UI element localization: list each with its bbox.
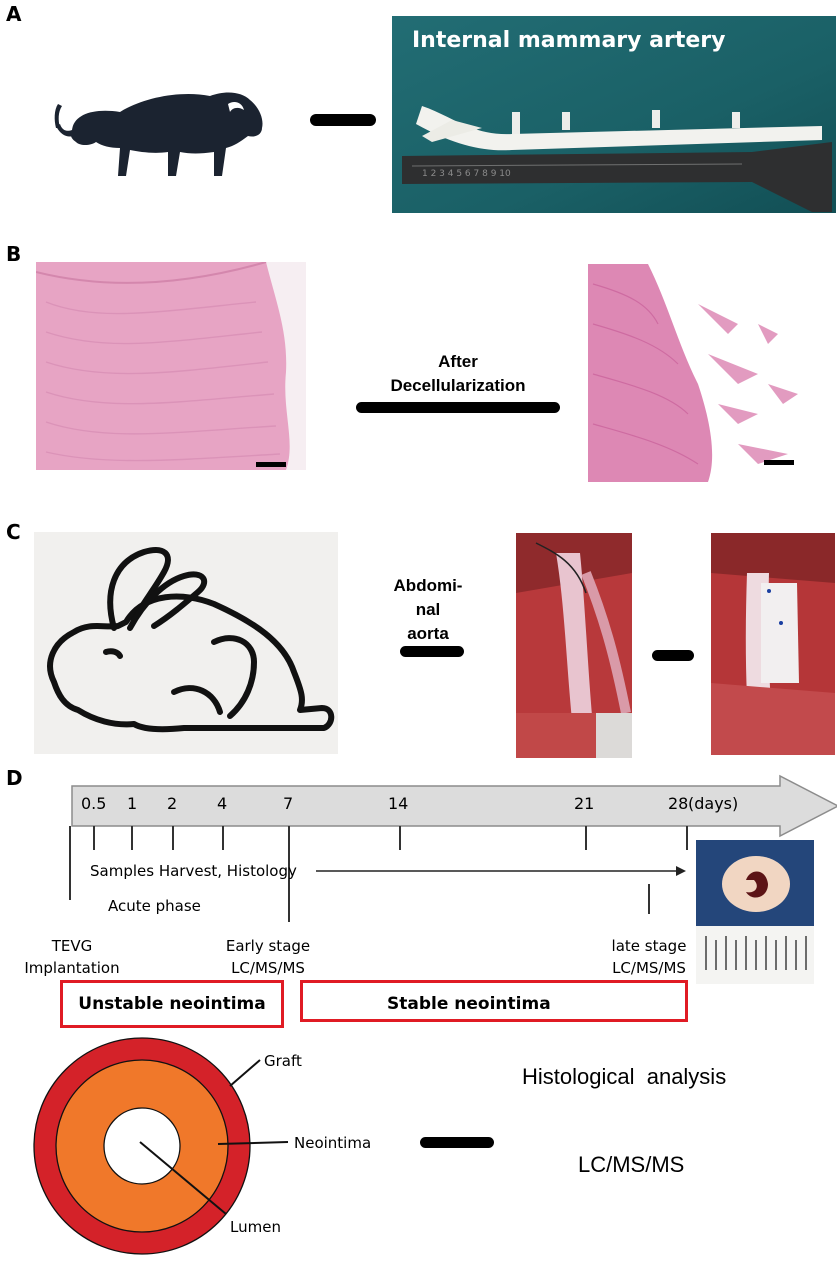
tick-line-28	[686, 826, 688, 850]
tick-line-21	[585, 826, 587, 850]
connector-bar-d	[420, 1137, 494, 1148]
tevg-label: TEVG Implantation	[22, 935, 122, 979]
late-line1: late stage	[611, 937, 687, 955]
tick-line-0.5	[93, 826, 95, 850]
graft-diagram	[24, 1036, 264, 1258]
tick-line-2	[172, 826, 174, 850]
aorta-label-line1: Abdomi-	[393, 576, 463, 595]
early-line2: LC/MS/MS	[231, 959, 305, 977]
timeline-units: (days)	[688, 794, 739, 813]
samples-arrow	[316, 864, 686, 878]
surgery-photo-1	[516, 533, 632, 758]
early-stage-label: Early stage LC/MS/MS	[220, 935, 316, 979]
histology-before-image	[36, 262, 306, 470]
neointima-label: Neointima	[294, 1134, 372, 1152]
tick-label-2: 2	[167, 794, 178, 813]
samples-label: Samples Harvest, Histology	[90, 862, 297, 880]
tevg-line1: TEVG	[51, 937, 93, 955]
tick-line-0	[69, 826, 71, 900]
unstable-neointima-box: Unstable neointima	[60, 980, 284, 1028]
tick-label-1: 1	[127, 794, 138, 813]
late-stage-label: late stage LC/MS/MS	[602, 935, 696, 979]
diagram-leader-lines	[120, 1030, 320, 1230]
early-line1: Early stage	[225, 937, 311, 955]
lumen-label: Lumen	[230, 1218, 281, 1236]
tevg-line2: Implantation	[24, 959, 120, 977]
late-line2: LC/MS/MS	[612, 959, 686, 977]
connector-bar-c2	[652, 650, 694, 661]
lcms-label: LC/MS/MS	[578, 1152, 685, 1177]
decell-label-line2: Decellularization	[390, 376, 526, 395]
surgery-photo-2	[711, 533, 835, 755]
bison-icon	[50, 84, 270, 184]
graft-cross-section-photo	[696, 840, 814, 984]
connector-bar-a	[310, 114, 376, 126]
aorta-label-line3: aorta	[407, 624, 449, 643]
late-stage-tick	[648, 884, 650, 914]
histology-after-image	[588, 264, 812, 482]
tick-label-21: 21	[574, 794, 595, 813]
connector-bar-b	[356, 402, 560, 413]
histological-analysis-label: Histological analysis	[522, 1064, 727, 1089]
decell-label: After Decellularization	[356, 350, 560, 398]
timeline-arrow	[70, 774, 837, 840]
panel-letter-c: C	[6, 520, 21, 544]
tick-label-14: 14	[388, 794, 409, 813]
aorta-label-line2: nal	[415, 600, 441, 619]
panel-letter-d: D	[6, 766, 23, 790]
tick-label-4: 4	[217, 794, 228, 813]
tick-line-4	[222, 826, 224, 850]
tick-line-14	[399, 826, 401, 850]
tick-line-1	[131, 826, 133, 850]
decell-label-line1: After	[438, 352, 478, 371]
graft-label: Graft	[264, 1052, 302, 1070]
svg-text:1 2 3 4 5 6 7 8 9 10: 1 2 3 4 5 6 7 8 9 10	[422, 169, 511, 179]
artery-photo: 1 2 3 4 5 6 7 8 9 10 Internal mammary ar…	[392, 16, 836, 213]
stable-neointima-box: Stable neointima	[300, 980, 688, 1022]
connector-bar-c1	[400, 646, 464, 657]
tick-label-7: 7	[283, 794, 294, 813]
tick-label-0.5: 0.5	[81, 794, 107, 813]
tick-line-7	[288, 826, 290, 922]
panel-letter-a: A	[6, 2, 22, 26]
acute-phase-label: Acute phase	[108, 897, 201, 915]
rabbit-icon	[34, 532, 338, 754]
panel-letter-b: B	[6, 242, 22, 266]
artery-photo-title: Internal mammary artery	[412, 28, 726, 53]
aorta-label: Abdomi- nal aorta	[386, 574, 470, 646]
tick-label-28: 28	[668, 794, 689, 813]
